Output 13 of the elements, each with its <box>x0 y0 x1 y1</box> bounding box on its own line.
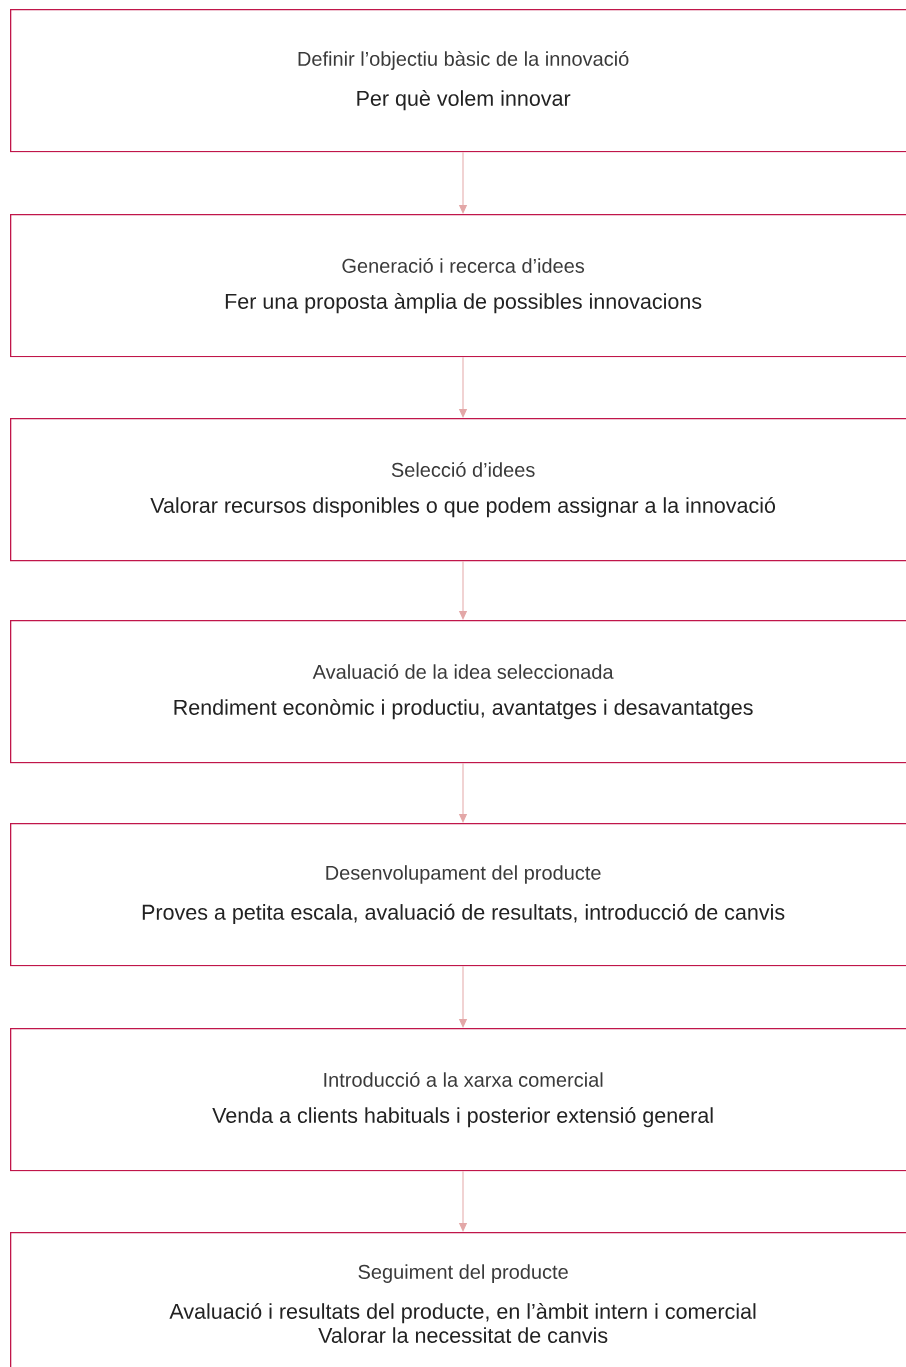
arrow <box>459 965 467 1028</box>
arrow <box>459 151 467 214</box>
arrow <box>459 762 467 823</box>
process-box: Introducció a la xarxa comercial Venda a clients habituals i posterior extensió general <box>10 1028 906 1172</box>
process-box: Avaluació de la idea seleccionada Rendiment econòmic i productiu, avantatges i desavantatges <box>10 620 906 764</box>
arrow <box>459 1170 467 1232</box>
process-box: Generació i recerca d’idees Fer una proposta àmplia de possibles innovacions <box>10 214 906 358</box>
process-box: Definir l’objectiu bàsic de la innovació Per què volem innovar <box>10 9 906 153</box>
arrow <box>459 356 467 418</box>
process-box: Seguiment del producte Avaluació i resultats del producte, en l’àmbit intern i comercial Valorar la necessitat de canvis <box>10 1232 906 1367</box>
arrow <box>459 560 467 620</box>
process-box: Selecció d’idees Valorar recursos disponibles o que podem assignar a la innovació <box>10 418 906 562</box>
process-box: Desenvolupament del producte Proves a petita escala, avaluació de resultats, introducció de canvis <box>10 823 906 967</box>
